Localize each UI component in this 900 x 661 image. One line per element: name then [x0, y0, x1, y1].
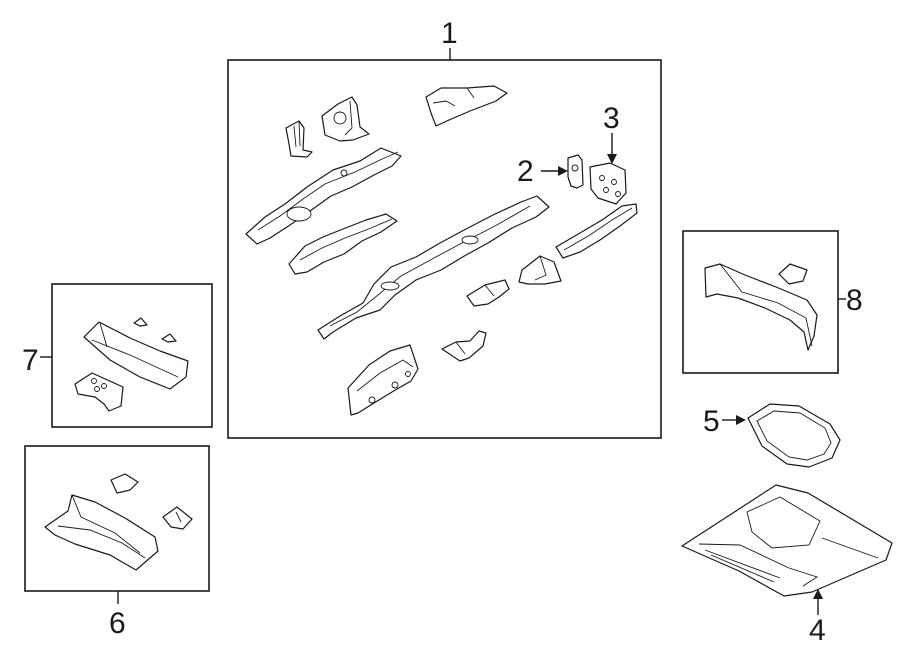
part-upper-bracket — [425, 85, 508, 127]
part-bracket-bottom — [347, 344, 419, 416]
part-rail-upper — [245, 147, 402, 245]
part-6-clip — [110, 473, 139, 494]
leader-2-arrowhead — [558, 166, 568, 176]
part-6-pan — [44, 494, 159, 571]
part-7-clip-a — [133, 317, 148, 327]
part-4-floor-pan — [681, 484, 893, 597]
part-bracket-small — [285, 120, 313, 158]
group-7-box — [51, 283, 213, 428]
part-7-crossmember — [83, 321, 189, 390]
callout-5: 5 — [703, 405, 720, 438]
leader-5-arrowhead — [736, 415, 746, 425]
leader-3-arrowhead — [607, 154, 617, 164]
part-5-spare-well — [747, 403, 841, 468]
callout-7: 7 — [22, 344, 39, 377]
part-rail-right — [555, 203, 638, 259]
part-6-bracket — [162, 506, 193, 530]
leader-4-arrowhead — [813, 589, 823, 599]
part-bracket-lower — [466, 279, 510, 307]
callout-6: 6 — [109, 607, 126, 640]
callout-8: 8 — [846, 284, 863, 317]
part-7-clip-b — [161, 333, 177, 343]
part-8-clip — [778, 263, 808, 285]
part-reinforcement — [321, 96, 370, 142]
part-main-rail — [317, 195, 550, 340]
part-bracket-2 — [567, 154, 584, 189]
callout-2: 2 — [517, 155, 534, 188]
callout-4: 4 — [809, 614, 826, 647]
part-mount-lower — [441, 330, 487, 362]
part-8-rail — [704, 263, 818, 351]
group-1-box — [227, 59, 662, 439]
callout-1: 1 — [441, 17, 458, 50]
callout-3: 3 — [603, 102, 620, 135]
group-6-box — [24, 445, 210, 592]
part-rail-mid — [288, 213, 398, 275]
part-bracket-center — [518, 255, 562, 285]
part-plate-3 — [589, 162, 627, 205]
group-8-box — [682, 230, 839, 374]
part-7-bracket — [74, 372, 124, 412]
